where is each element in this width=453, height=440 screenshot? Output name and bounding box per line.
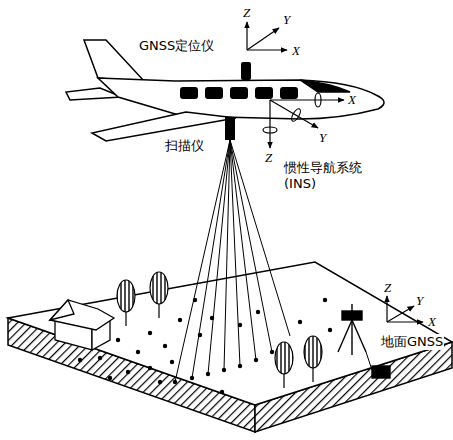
laser-beam-part <box>224 140 230 370</box>
axis-label: Y <box>282 12 291 28</box>
ins-axes-part <box>270 99 344 100</box>
cabin-window <box>180 87 298 99</box>
axis-label: Z <box>242 5 251 21</box>
ins-axes-part <box>315 93 321 107</box>
point-cloud-part <box>170 360 174 364</box>
point-cloud-part <box>98 356 102 360</box>
point-cloud-part <box>116 338 120 342</box>
house-part <box>50 300 114 330</box>
tree-part <box>117 280 135 312</box>
scanner-part <box>225 117 235 140</box>
point-cloud-part <box>328 328 332 332</box>
beam-footprint <box>173 350 274 384</box>
point-cloud-part <box>148 331 152 335</box>
beam-footprint-part <box>190 376 194 380</box>
airplane-part <box>300 80 350 92</box>
scanner <box>225 117 235 140</box>
point-cloud-part <box>158 380 162 384</box>
axis-label: Y <box>318 130 327 146</box>
cabin-window-part <box>280 87 298 99</box>
laser-beam-part <box>230 140 290 336</box>
point-cloud-part <box>220 390 224 394</box>
gnss-axes <box>247 22 287 50</box>
beam-footprint-part <box>173 380 177 384</box>
tree-part <box>150 272 168 304</box>
tree-part <box>275 342 293 374</box>
ground-gnss-station-part <box>338 320 352 352</box>
ground-block <box>8 262 452 432</box>
point-cloud-part <box>163 344 167 348</box>
tree <box>117 272 322 388</box>
point-cloud-part <box>108 376 112 380</box>
laser-beam-part <box>208 140 230 374</box>
house-part <box>50 300 74 320</box>
point-cloud-part <box>136 350 140 354</box>
cabin-window-part <box>180 87 198 99</box>
point-cloud <box>78 298 332 394</box>
axis-label: X <box>427 314 437 330</box>
axis-label: X <box>347 92 357 108</box>
gnss-antenna-part <box>241 62 251 80</box>
beam-footprint-part <box>270 350 274 354</box>
cabin-window-part <box>205 87 223 99</box>
gnss-label: GNSS定位仪 <box>138 38 215 54</box>
laser-beam-part <box>192 140 230 378</box>
gnss-axes-part <box>247 49 287 50</box>
house <box>50 300 114 350</box>
gnss-axes-part <box>247 28 279 50</box>
airplane-part <box>84 40 145 82</box>
ground-gnss-station-part <box>351 320 352 355</box>
tree-part <box>304 336 322 368</box>
tree-part <box>158 304 159 318</box>
point-cloud-part <box>298 320 302 324</box>
axis-label: Z <box>264 150 273 166</box>
ins-axes-part <box>263 127 277 133</box>
ins-axes <box>263 93 344 148</box>
ground-axes-part <box>387 306 414 322</box>
ground-block-part <box>8 262 452 405</box>
beam-footprint-part <box>206 372 210 376</box>
laser-beam <box>175 140 290 382</box>
point-cloud-part <box>323 298 327 302</box>
airplane-part <box>98 78 384 119</box>
laser-beam-part <box>175 140 230 382</box>
axis-label: Y <box>415 293 424 309</box>
point-cloud-part <box>178 318 182 322</box>
ins-axes-part <box>270 100 318 128</box>
point-cloud-part <box>148 366 152 370</box>
point-cloud-part <box>78 358 82 362</box>
ins-axes-part <box>290 107 302 122</box>
beam-footprint-part <box>238 364 242 368</box>
laser-beam-part <box>230 140 240 366</box>
ground-gnss-station-part <box>351 304 352 311</box>
ground-gnss-station-part <box>372 366 390 378</box>
point-cloud-part <box>256 310 260 314</box>
ground-gnss-station-part <box>352 320 366 352</box>
airplane <box>66 40 384 141</box>
axis-label: Z <box>383 280 392 296</box>
beam-footprint-part <box>254 358 258 362</box>
cabin-window-part <box>230 87 248 99</box>
ground-gnss-label: 地面GNSS <box>380 334 444 350</box>
gnss-axes-part <box>246 22 247 50</box>
point-cloud-part <box>126 370 130 374</box>
ground-axes-part <box>387 321 423 322</box>
ground-gnss-station-part <box>366 352 372 370</box>
ins-axes-part <box>269 100 270 148</box>
beam-footprint-part <box>222 368 226 372</box>
laser-beam-part <box>230 140 272 352</box>
gnss-antenna <box>241 62 251 80</box>
ins-label: 惯性导航系统 (INS) <box>283 160 363 191</box>
cabin-window-part <box>255 87 273 99</box>
ground-axes-part <box>386 296 387 322</box>
ground-gnss-station-part <box>342 311 362 320</box>
axis-label: X <box>291 43 301 59</box>
airplane-part <box>92 112 236 141</box>
scanner-label: 扫描仪 <box>164 138 205 154</box>
